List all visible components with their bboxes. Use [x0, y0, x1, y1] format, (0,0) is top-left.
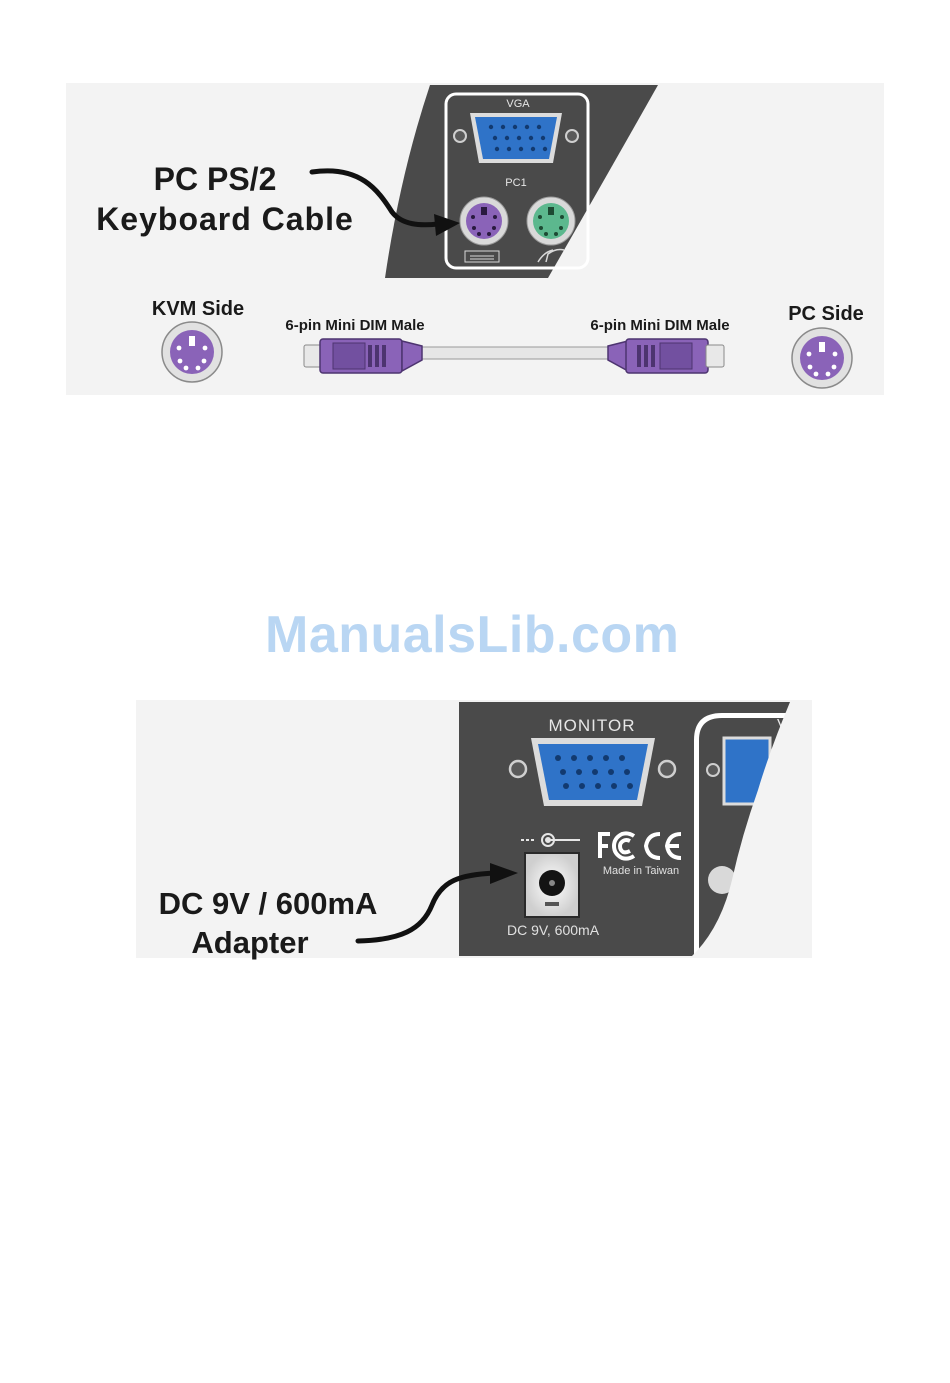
pc-side-label: PC Side [788, 303, 864, 325]
dc-jack-label: DC 9V, 600mA [507, 922, 600, 938]
right-connector-label: 6-pin Mini DIM Male [590, 317, 729, 334]
made-in-label: Made in Taiwan [603, 865, 679, 877]
dc-power-jack [525, 853, 579, 917]
kvm-side-label: KVM Side [152, 298, 244, 320]
power-callout-line2: Adapter [191, 925, 308, 960]
kvm-side-plug-face [162, 322, 222, 382]
keyboard-callout-line2: Keyboard Cable [96, 201, 354, 237]
pc-side-plug-face [792, 328, 852, 388]
vga-screw-right [566, 130, 578, 142]
keyboard-callout-line1: PC PS/2 [154, 161, 277, 197]
partial-vga-screw [707, 764, 719, 776]
pc1-port-label: PC1 [505, 177, 526, 189]
ps2-keyboard-port [460, 197, 508, 245]
vga-port-label: VGA [506, 98, 530, 110]
right-plug [608, 339, 724, 373]
figure-keyboard-connection: VGA PC1 [66, 83, 884, 395]
figure-power-connection: V MONITOR [136, 700, 812, 960]
cable-wire [420, 347, 608, 359]
left-connector-label: 6-pin Mini DIM Male [285, 317, 424, 334]
power-callout-line1: DC 9V / 600mA [159, 886, 378, 921]
monitor-port-label: MONITOR [549, 716, 636, 735]
vga-screw-left [454, 130, 466, 142]
ps2-mouse-port [527, 197, 575, 245]
watermark: ManualsLib.com [265, 605, 679, 665]
left-plug [304, 339, 422, 373]
